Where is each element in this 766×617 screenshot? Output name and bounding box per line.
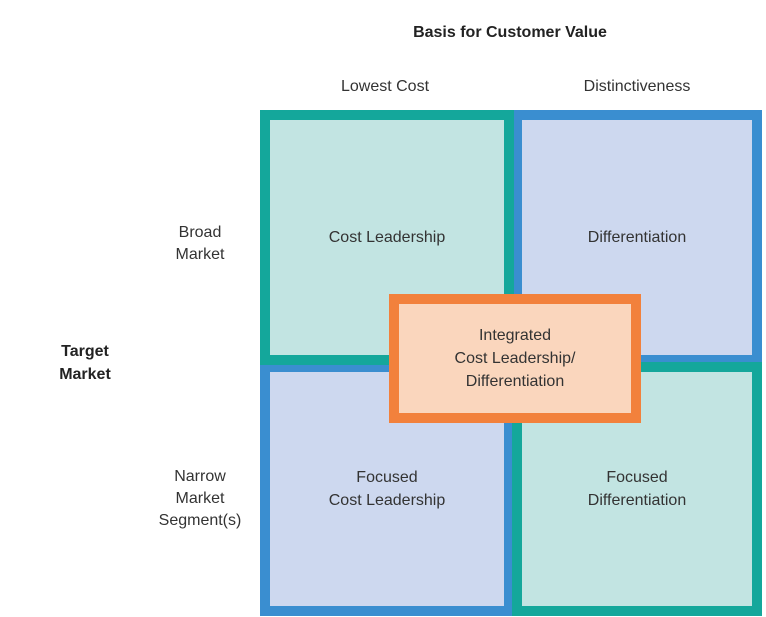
column-header-lowest-cost: Lowest Cost [340,78,430,95]
center-line-2: Cost Leadership/ [454,350,576,367]
quadrant-focused-differentiation-label: Focused Differentiation [588,466,686,512]
side-title-line-2: Market [59,366,111,383]
quadrant-focused-diff-line-1: Focused [606,469,668,486]
quadrant-focused-cost-line-1: Focused [356,469,418,486]
quadrant-differentiation-label: Differentiation [588,226,686,249]
quadrant-focused-cost-leadership-label: Focused Cost Leadership [329,466,446,512]
row-header-narrow-line-2: Market [175,490,225,507]
row-header-broad-line-1: Broad [178,224,222,241]
quadrant-cost-leadership-label: Cost Leadership [329,226,446,249]
quadrant-focused-diff-line-2: Differentiation [587,492,687,509]
center-integrated-strategy: Integrated Cost Leadership/ Differentiat… [389,294,641,423]
center-line-3: Differentiation [465,373,565,390]
quadrant-focused-cost-leadership: Focused Cost Leadership [260,362,514,616]
side-title-target-market: Target Market [40,340,130,386]
quadrant-differentiation-line-1: Differentiation [587,229,687,246]
diagram-title: Basis for Customer Value [413,24,607,41]
quadrant-focused-cost-line-2: Cost Leadership [328,492,446,509]
row-header-narrow-line-1: Narrow [174,468,226,485]
side-title-line-1: Target [61,343,109,360]
row-header-narrow-market: Narrow Market Segment(s) [145,466,255,532]
column-header-distinctiveness: Distinctiveness [583,78,691,95]
row-header-broad-market: Broad Market [150,222,250,266]
row-header-narrow-line-3: Segment(s) [158,512,242,529]
quadrant-cost-leadership-line-1: Cost Leadership [328,229,446,246]
row-header-broad-line-2: Market [175,246,225,263]
center-line-1: Integrated [478,327,552,344]
